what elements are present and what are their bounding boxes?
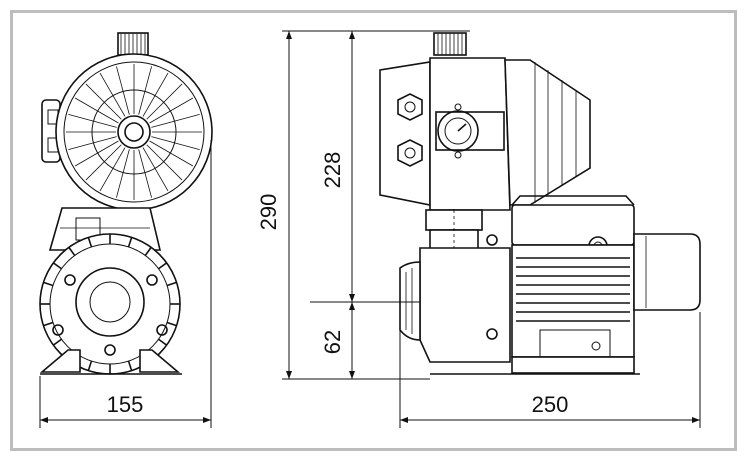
dimension-62: 62 <box>320 302 355 379</box>
dimension-label-62: 62 <box>320 330 345 354</box>
front-switch-dial <box>55 53 213 211</box>
dimension-250: 250 <box>399 300 701 428</box>
side-pressure-switch <box>379 57 591 211</box>
dimension-label-290: 290 <box>256 194 281 231</box>
motor-fins <box>516 257 630 322</box>
front-view <box>39 32 213 375</box>
dimension-label-228: 228 <box>320 152 345 189</box>
side-base <box>430 356 640 375</box>
dimension-290: 290 <box>256 31 292 379</box>
dimension-155: 155 <box>39 140 212 428</box>
dimension-228: 228 <box>320 31 355 302</box>
side-pump-housing <box>399 234 511 363</box>
side-view <box>379 32 701 375</box>
dimension-label-155: 155 <box>107 392 144 417</box>
dial-spokes <box>66 64 202 200</box>
front-base <box>39 349 182 375</box>
dimension-label-250: 250 <box>532 392 569 417</box>
side-motor <box>511 195 701 361</box>
front-outlet-thread <box>117 32 149 56</box>
front-pump-volute <box>39 233 181 375</box>
side-outlet-thread <box>433 32 467 56</box>
